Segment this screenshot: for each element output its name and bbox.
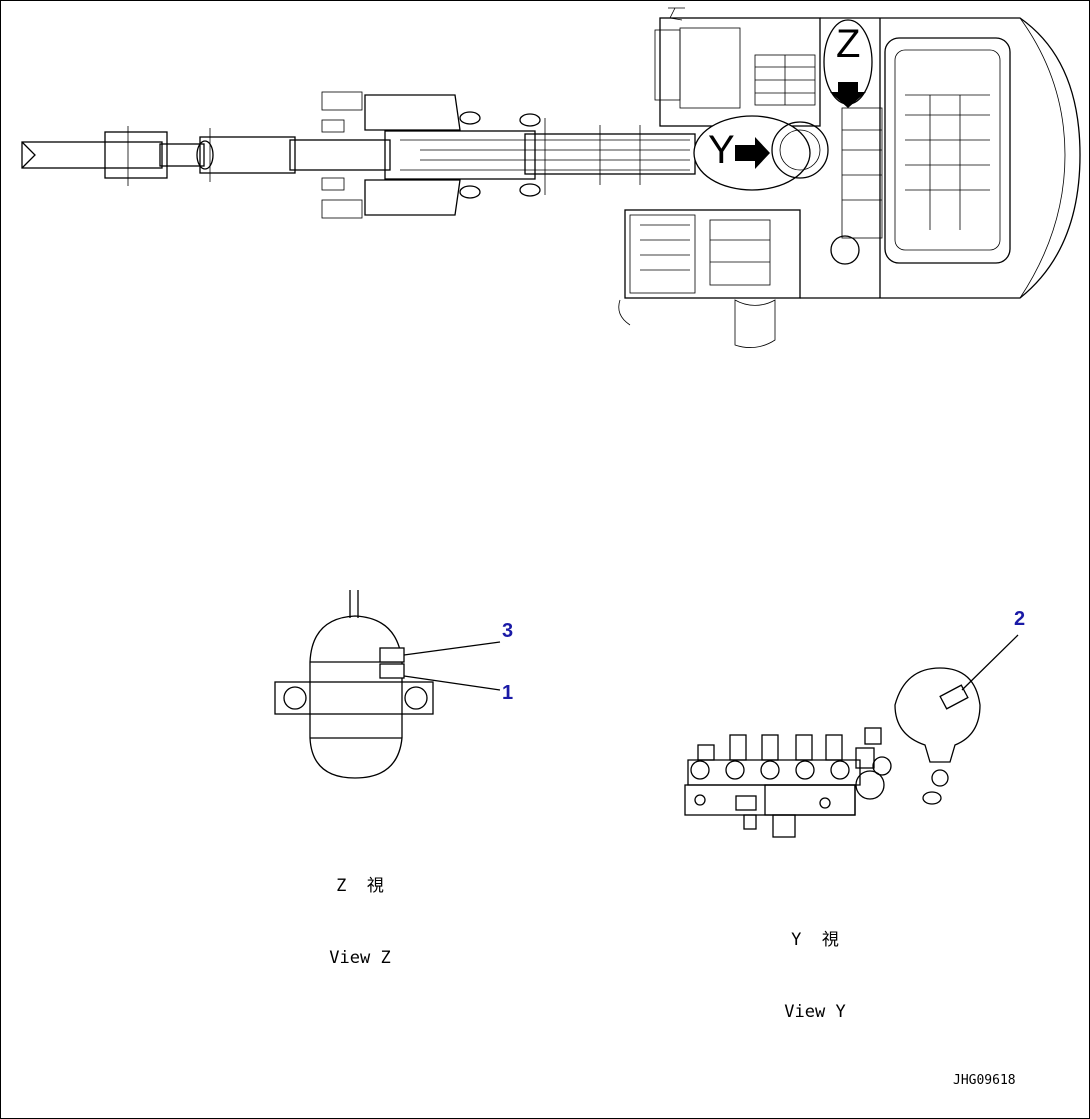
callout-1: 1 — [502, 682, 514, 704]
drawing-id: JHG09618 — [953, 1073, 1016, 1088]
view-y-label: Y 視 View Y — [765, 880, 865, 1048]
view-z-label: Z 視 View Z — [310, 826, 410, 994]
boom-foot — [321, 91, 461, 219]
view-y-drawing — [684, 634, 1019, 838]
grille-top — [754, 54, 816, 106]
view-y-marker: Y — [708, 128, 735, 172]
boom-arm — [21, 111, 696, 199]
view-y-en-label: View Y — [784, 1002, 846, 1022]
callout-2: 2 — [1014, 608, 1026, 630]
upper-structure — [618, 7, 1081, 348]
view-z-en-label: View Z — [329, 948, 391, 968]
callout-3: 3 — [502, 620, 514, 642]
view-z-jp-label: Z 視 — [336, 876, 384, 896]
view-z-marker: Z — [836, 22, 861, 66]
view-z-drawing — [274, 590, 501, 779]
view-y-jp-label: Y 視 — [791, 930, 839, 950]
